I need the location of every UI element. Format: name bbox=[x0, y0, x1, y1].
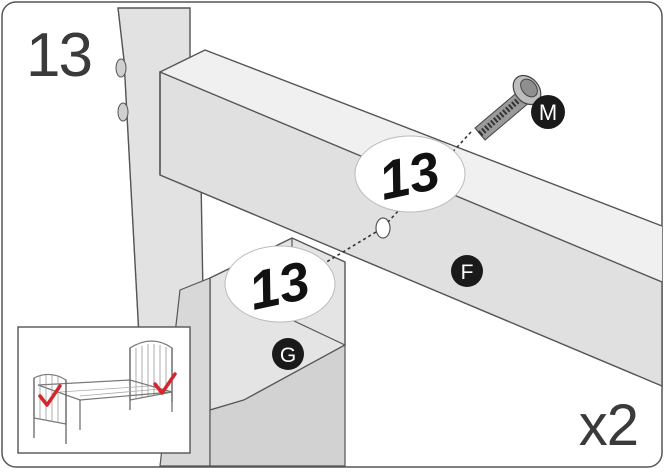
step-number: 13 bbox=[26, 21, 93, 90]
part-badge-m-label: M bbox=[539, 100, 557, 125]
sticker-leg-text: 13 bbox=[244, 250, 315, 321]
check-mark-icon bbox=[153, 372, 177, 395]
part-badge-g: G bbox=[272, 338, 304, 370]
check-mark-icon bbox=[38, 384, 62, 407]
sticker-rail-text: 13 bbox=[374, 140, 445, 211]
part-badge-f: F bbox=[451, 255, 483, 287]
post-bolt bbox=[115, 58, 127, 78]
bolt-hole bbox=[375, 217, 391, 239]
part-badge-g-label: G bbox=[280, 344, 296, 367]
screw-m bbox=[474, 74, 542, 141]
part-badge-f-label: F bbox=[461, 261, 474, 284]
sticker-rail bbox=[354, 135, 466, 213]
quantity-label: x2 bbox=[578, 393, 639, 458]
part-badge-m: M bbox=[531, 95, 565, 129]
sticker-leg bbox=[224, 245, 336, 323]
bed-overview-inset bbox=[17, 326, 191, 454]
post-bolt bbox=[117, 102, 129, 122]
